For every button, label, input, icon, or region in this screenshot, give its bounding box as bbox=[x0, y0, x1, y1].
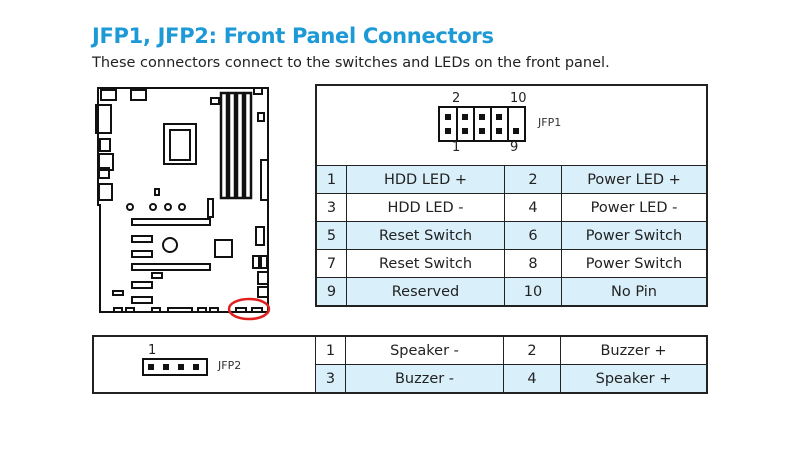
pin-signal: HDD LED + bbox=[346, 165, 505, 194]
jfp1-connector-icon bbox=[438, 106, 526, 142]
jfp2-connector-cell: 1 JFP2 bbox=[92, 335, 316, 394]
table-row: 3 Buzzer - 4 Speaker + bbox=[93, 364, 708, 394]
pin-number: 5 bbox=[315, 221, 347, 250]
connector-name: JFP2 bbox=[218, 359, 242, 372]
pin-signal: Power LED - bbox=[561, 193, 708, 222]
pin-number: 1 bbox=[315, 335, 346, 365]
pin-number: 9 bbox=[315, 277, 347, 307]
connector-name: JFP1 bbox=[538, 116, 562, 129]
pin-label: 2 bbox=[452, 91, 461, 106]
pin-signal: Reset Switch bbox=[346, 221, 505, 250]
pin-signal: Power Switch bbox=[561, 221, 708, 250]
jfp2-pinout-table: 1 JFP2 1 Speaker - 2 Buzzer + 3 Buzzer -… bbox=[92, 335, 708, 394]
pin-label: 1 bbox=[452, 140, 461, 155]
pin-number: 2 bbox=[503, 335, 561, 365]
pin-number: 6 bbox=[504, 221, 562, 250]
pin-signal: HDD LED - bbox=[346, 193, 505, 222]
pin-number: 4 bbox=[504, 193, 562, 222]
jfp-location-highlight bbox=[227, 297, 271, 321]
pin-label: 9 bbox=[510, 140, 519, 155]
pin-number: 3 bbox=[315, 193, 347, 222]
page-title: JFP1, JFP2: Front Panel Connectors bbox=[92, 24, 494, 48]
jfp1-connector-cell: 2 10 1 9 JFP1 bbox=[315, 84, 708, 166]
pin-number: 2 bbox=[504, 165, 562, 194]
pin-signal: Power Switch bbox=[561, 249, 708, 278]
pin-number: 1 bbox=[315, 165, 347, 194]
jfp2-connector-icon bbox=[142, 358, 208, 376]
pin-number: 7 bbox=[315, 249, 347, 278]
pin-signal: Power LED + bbox=[561, 165, 708, 194]
pin-number: 8 bbox=[504, 249, 562, 278]
pin-number: 10 bbox=[504, 277, 562, 307]
pin-number: 3 bbox=[315, 364, 346, 394]
pin-label: 1 bbox=[148, 343, 157, 358]
pin-label: 10 bbox=[510, 91, 527, 106]
pin-signal: Reset Switch bbox=[346, 249, 505, 278]
pin-number: 4 bbox=[503, 364, 561, 394]
page-subtitle: These connectors connect to the switches… bbox=[92, 55, 610, 71]
pin-signal: Buzzer + bbox=[560, 335, 708, 365]
pin-signal: Speaker - bbox=[345, 335, 504, 365]
pin-signal: Buzzer - bbox=[345, 364, 504, 394]
pin-signal: Reserved bbox=[346, 277, 505, 307]
table-row: 1 JFP2 1 Speaker - 2 Buzzer + bbox=[92, 335, 708, 394]
pin-signal: No Pin bbox=[561, 277, 708, 307]
pin-signal: Speaker + bbox=[560, 364, 708, 394]
